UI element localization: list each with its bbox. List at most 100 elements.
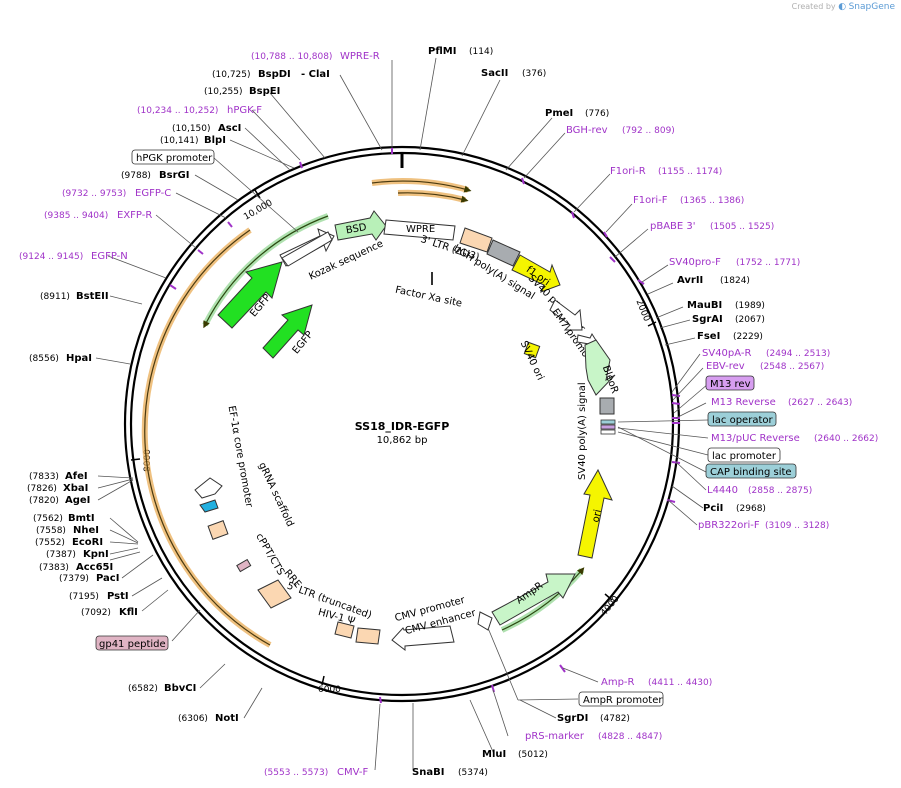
svg-text:AscI: AscI: [218, 123, 241, 134]
label-left: (7092) KflI (7195) PstI (7379) PacI (738…: [19, 69, 330, 618]
label-bottom: Amp-R (4411 .. 4430) AmpR promoter SgrDI…: [95, 635, 712, 778]
svg-text:(7820): (7820): [29, 496, 59, 506]
feature-ampr-promoter-arrow: [477, 611, 493, 631]
orf-arrow-top-1: [371, 180, 472, 193]
svg-text:MauBI: MauBI: [687, 300, 722, 311]
bsd-label: BSD: [345, 222, 368, 236]
feature-bgh: [486, 239, 521, 267]
svg-text:SV40pA-R: SV40pA-R: [702, 348, 751, 359]
snapgene-credit: Created by ◐ SnapGene: [792, 2, 895, 12]
svg-text:(5012): (5012): [518, 750, 548, 760]
svg-text:(10,141): (10,141): [160, 136, 199, 146]
feature-egfp-2: EGFP: [262, 304, 316, 359]
svg-text:(776): (776): [585, 109, 609, 119]
svg-text:lac promoter: lac promoter: [712, 451, 777, 462]
snapgene-logo-icon: ◐: [838, 2, 847, 12]
feature-ef1a-small: [199, 499, 219, 513]
orf-line-left: [144, 229, 271, 646]
svg-text:SgrAI: SgrAI: [692, 314, 723, 325]
svg-text:(3109 .. 3128): (3109 .. 3128): [765, 521, 829, 531]
primer-markers: [169, 148, 681, 704]
svg-text:(7552): (7552): [35, 538, 65, 548]
svg-text:(7092): (7092): [81, 608, 111, 618]
svg-text:(2067): (2067): [735, 315, 765, 325]
svg-text:EGFP-C: EGFP-C: [135, 188, 171, 199]
svg-text:BlpI: BlpI: [204, 135, 226, 146]
feature-egfp-1: EGFP: [217, 261, 283, 329]
svg-text:pBR322ori-F: pBR322ori-F: [698, 520, 760, 531]
svg-text:M13/pUC Reverse: M13/pUC Reverse: [711, 433, 800, 444]
svg-text:pBABE 3': pBABE 3': [650, 221, 696, 232]
grna-label: gRNA scaffold: [256, 461, 295, 529]
svg-text:CAP binding site: CAP binding site: [710, 467, 792, 478]
svg-text:(7379): (7379): [59, 574, 89, 584]
svg-text:(4411 .. 4430): (4411 .. 4430): [648, 678, 712, 688]
svg-text:AmpR promoter: AmpR promoter: [583, 695, 663, 706]
svg-text:(10,725): (10,725): [212, 70, 251, 80]
svg-text:(9788): (9788): [121, 171, 151, 181]
svg-text:(1824): (1824): [720, 276, 750, 286]
svg-text:(2548 .. 2567): (2548 .. 2567): [760, 362, 824, 372]
svg-text:FseI: FseI: [697, 331, 720, 342]
svg-text:- ClaI: - ClaI: [301, 69, 330, 80]
svg-text:(2858 .. 2875): (2858 .. 2875): [748, 486, 812, 496]
svg-text:(9732 .. 9753): (9732 .. 9753): [62, 189, 126, 199]
svg-text:BbvCI: BbvCI: [164, 683, 196, 694]
boxed-lac-operator: lac operator: [707, 411, 777, 427]
svg-text:SnaBI: SnaBI: [412, 767, 444, 778]
svg-text:(7387): (7387): [46, 550, 76, 560]
feature-bleor: BleoR: [584, 339, 620, 396]
orf-arrow-green-right: [501, 567, 585, 631]
svg-text:gp41 peptide: gp41 peptide: [99, 639, 166, 650]
svg-text:WPRE-R: WPRE-R: [340, 51, 380, 62]
svg-text:NotI: NotI: [215, 713, 239, 724]
ori-label: ori: [591, 508, 604, 523]
svg-text:(5553 .. 5573): (5553 .. 5573): [264, 768, 328, 778]
svg-text:SacII: SacII: [481, 68, 508, 79]
feature-grna: [207, 520, 229, 540]
svg-text:(10,234 .. 10,252): (10,234 .. 10,252): [137, 106, 218, 116]
svg-text:EcoRI: EcoRI: [72, 537, 103, 548]
svg-text:(8556): (8556): [29, 354, 59, 364]
credit-text: Created by: [791, 2, 836, 11]
svg-text:BmtI: BmtI: [68, 513, 95, 524]
boxed-lac-promoter: lac promoter: [707, 447, 781, 463]
svg-text:HpaI: HpaI: [66, 353, 92, 364]
svg-text:(2494 .. 2513): (2494 .. 2513): [766, 349, 830, 359]
svg-text:AgeI: AgeI: [65, 495, 90, 506]
boxed-gp41: [95, 635, 169, 651]
svg-text:BGH-rev: BGH-rev: [566, 125, 608, 136]
svg-text:PacI: PacI: [96, 573, 119, 584]
svg-text:AvrII: AvrII: [677, 275, 703, 286]
feature-cppt: [236, 558, 252, 573]
plasmid-length: 10,862 bp: [377, 435, 428, 446]
feature-cmv: [391, 625, 455, 652]
orf-arc-top-1: [371, 178, 469, 193]
svg-text:(2229): (2229): [733, 332, 763, 342]
svg-text:(114): (114): [469, 47, 493, 57]
svg-text:(6306): (6306): [178, 714, 208, 724]
svg-text:(7558): (7558): [36, 526, 66, 536]
svg-text:6000: 6000: [318, 685, 341, 695]
sv40-ori-label: SV40 ori: [518, 339, 546, 382]
svg-text:(4828 .. 4847): (4828 .. 4847): [598, 732, 662, 742]
feature-5ltr: [355, 627, 381, 645]
boxed-hpgk-promoter: [131, 149, 215, 165]
svg-text:(2640 .. 2662): (2640 .. 2662): [814, 434, 878, 444]
svg-text:(9385 .. 9404): (9385 .. 9404): [44, 211, 108, 221]
svg-text:SgrDI: SgrDI: [557, 713, 588, 724]
credit-brand: SnapGene: [848, 2, 895, 12]
svg-text:hPGK promoter: hPGK promoter: [136, 153, 213, 164]
feature-sv40-ori: [523, 341, 541, 359]
plasmid-name: SS18_IDR-EGFP: [355, 420, 450, 433]
svg-text:hPGK-F: hPGK-F: [227, 105, 262, 116]
svg-text:KflI: KflI: [119, 607, 138, 618]
svg-text:MluI: MluI: [482, 749, 506, 760]
svg-text:AfeI: AfeI: [65, 471, 88, 482]
svg-text:PflMI: PflMI: [428, 46, 456, 57]
svg-text:(8911): (8911): [40, 292, 70, 302]
svg-text:(4782): (4782): [600, 714, 630, 724]
svg-text:(792 .. 809): (792 .. 809): [622, 126, 675, 136]
svg-text:M13 Reverse: M13 Reverse: [711, 397, 776, 408]
boxed-m13rev: M13 rev: [705, 375, 755, 391]
